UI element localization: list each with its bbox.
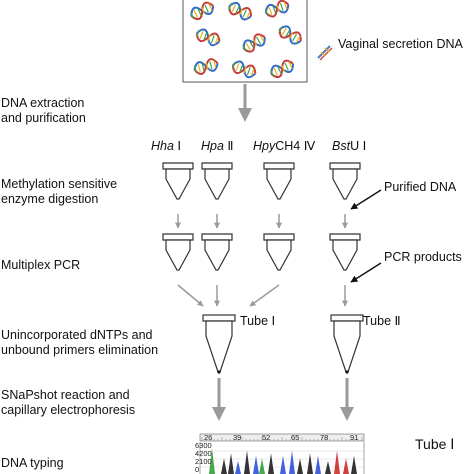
callout-purified-dna: Purified DNA [384, 180, 457, 194]
tube-pcr-hpy [263, 233, 295, 271]
enzyme-bst-suffix: U Ⅰ [350, 139, 367, 153]
step-snapshot-line2: capillary electrophoresis [1, 403, 136, 417]
step-typing: DNA typing [1, 456, 64, 471]
step-digestion: Methylation sensitive enzyme digestion [1, 177, 117, 207]
enzyme-hpa-name: Hpa [201, 139, 224, 153]
x-tick-78: 78 [320, 433, 329, 442]
tube-2-label: Tube Ⅱ [363, 314, 401, 328]
electropherogram-peak [244, 450, 250, 474]
tube-pooled-1 [202, 314, 236, 374]
enzyme-hpa: Hpa Ⅱ [201, 139, 234, 154]
tube-pooled-2 [330, 314, 364, 374]
electropherogram-peak [307, 453, 313, 474]
electropherogram-peak [280, 455, 286, 474]
arrows-pcr-to-tubes [177, 284, 348, 307]
electropherogram-peak [297, 458, 303, 474]
dna-helix-icon [193, 58, 219, 75]
dna-helix-icon [227, 1, 253, 21]
step-typing-line1: DNA typing [1, 456, 64, 470]
step-pcr-line1: Multiplex PCR [1, 258, 81, 272]
enzyme-hpy-name: Hpy [253, 139, 276, 153]
electropherogram-peak [325, 461, 331, 474]
tube-digest-bst [329, 162, 361, 200]
tube-pcr-hha [162, 233, 194, 271]
step-digestion-line1: Methylation sensitive [1, 177, 118, 191]
electropherogram-peak [334, 450, 340, 474]
callout-arrows [350, 189, 382, 283]
electropherogram-peaks [209, 448, 357, 474]
tube-digest-hpa [201, 162, 233, 200]
electropherogram [199, 433, 365, 474]
step-extraction-line1: DNA extraction [1, 96, 85, 110]
dna-helix-icons [189, 0, 302, 79]
step-extraction-line2: and purification [1, 111, 86, 125]
electropherogram-tick-marks [201, 437, 363, 441]
arrows-to-electrophoresis [212, 378, 354, 421]
dna-helix-icon [189, 1, 215, 21]
dna-helix-icon [278, 25, 302, 45]
dna-helix-icon [242, 33, 266, 53]
step-digestion-line2: enzyme digestion [1, 192, 99, 206]
dna-helix-icon [269, 59, 295, 79]
arrow-extraction [238, 84, 252, 122]
x-tick-91: 91 [350, 433, 359, 442]
dna-helix-icon [195, 28, 221, 47]
y-tick-2100: 2100 [195, 457, 212, 466]
electropherogram-peak [315, 455, 321, 474]
x-tick-52: 52 [262, 433, 271, 442]
electropherogram-peak [268, 453, 274, 474]
step-pcr: Multiplex PCR [1, 258, 80, 273]
tube-1-label: Tube Ⅰ [240, 314, 276, 328]
enzyme-hha-suffix: Ⅰ [173, 139, 182, 153]
tube-digest-hha [162, 162, 194, 200]
enzyme-hpy: HpyCH4 Ⅳ [253, 139, 315, 154]
electropherogram-peak [221, 458, 227, 474]
electropherogram-peak [209, 448, 215, 474]
step-extraction: DNA extraction and purification [1, 96, 86, 126]
step-elimination-line1: Unincorporated dNTPs and [1, 328, 153, 342]
enzyme-hha-name: Hha [151, 139, 174, 153]
electropherogram-peak [351, 455, 357, 474]
step-elimination-line2: unbound primers elimination [1, 343, 159, 357]
callout-pcr-products: PCR products [384, 250, 462, 264]
electropherogram-peak [259, 458, 265, 474]
electropherogram-peak [228, 453, 234, 474]
electropherogram-peak [235, 461, 241, 474]
y-tick-0: 0 [195, 465, 200, 474]
x-tick-65: 65 [291, 433, 300, 442]
electropherogram-peak [289, 450, 295, 474]
dna-helix-icon [231, 60, 257, 79]
enzyme-hha: Hha Ⅰ [151, 139, 181, 154]
dna-helix-icon-outside [317, 45, 333, 61]
electropherogram-peak [253, 455, 259, 474]
enzyme-hpy-suffix: CH4 Ⅳ [275, 139, 316, 153]
electropherogram-peak [343, 458, 349, 474]
tube-digest-hpy [263, 162, 295, 200]
x-tick-26: 26 [204, 433, 213, 442]
enzyme-bst: BstU Ⅰ [332, 139, 366, 154]
enzyme-hpa-suffix: Ⅱ [223, 139, 234, 153]
step-elimination: Unincorporated dNTPs and unbound primers… [1, 328, 158, 358]
sample-label: Vaginal secretion DNA [338, 37, 463, 51]
y-tick-6300: 6300 [195, 441, 212, 450]
x-tick-39: 39 [233, 433, 242, 442]
y-tick-4200: 4200 [195, 449, 212, 458]
tube-pcr-hpa [201, 233, 233, 271]
arrows-digest-to-pcr [175, 214, 348, 229]
electropherogram-tube-label: Tube Ⅰ [415, 436, 455, 452]
enzyme-bst-name: Bst [332, 139, 351, 153]
tube-pcr-bst [329, 233, 361, 271]
step-snapshot-line1: SNaPshot reaction and [1, 388, 130, 402]
dna-helix-icon [264, 0, 290, 18]
step-snapshot: SNaPshot reaction and capillary electrop… [1, 388, 135, 418]
